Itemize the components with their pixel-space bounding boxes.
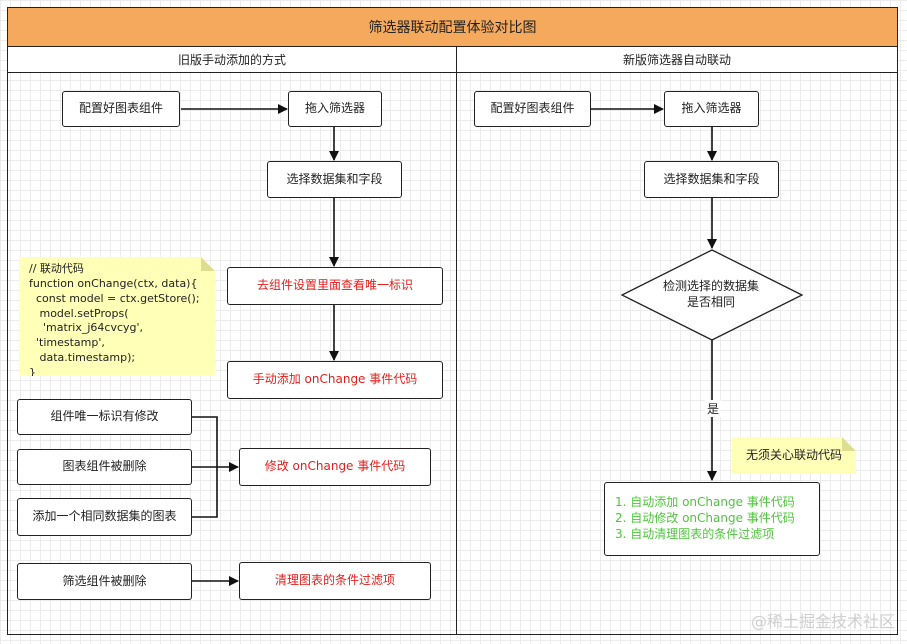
add-onchange-code-box: 手动添加 onChange 事件代码 bbox=[227, 361, 443, 399]
auto-results-box: 1. 自动添加 onChange 事件代码 2. 自动修改 onChange 事… bbox=[604, 482, 820, 556]
right-select-dataset-box: 选择数据集和字段 bbox=[644, 161, 779, 198]
cleanup-conditions-box: 清理图表的条件过滤项 bbox=[239, 562, 431, 600]
modify-onchange-code-box: 修改 onChange 事件代码 bbox=[239, 448, 431, 486]
auto-result-item: 2. 自动修改 onChange 事件代码 bbox=[615, 511, 795, 526]
decision-line-1: 检测选择的数据集 bbox=[662, 279, 759, 294]
decision-line-2: 是否相同 bbox=[686, 295, 735, 309]
left-select-dataset-box: 选择数据集和字段 bbox=[267, 161, 402, 198]
auto-result-item: 1. 自动添加 onChange 事件代码 bbox=[615, 495, 795, 509]
code-line: const model = ctx.getStore(); bbox=[29, 291, 200, 305]
yes-label: 是 bbox=[705, 400, 722, 417]
add-same-dataset-box: 添加一个相同数据集的图表 bbox=[17, 498, 192, 536]
code-line: data.timestamp); bbox=[29, 351, 136, 365]
code-line: function onChange(ctx, data){ bbox=[29, 276, 198, 290]
code-line: 'matrix_j64cvcyg', bbox=[29, 321, 144, 335]
no-code-needed-note: 无须关心联动代码 bbox=[732, 437, 856, 474]
right-lane-header: 新版筛选器自动联动 bbox=[457, 47, 897, 73]
right-config-chart-box: 配置好图表组件 bbox=[474, 91, 591, 127]
filter-deleted-box: 筛选组件被删除 bbox=[17, 563, 192, 600]
code-line: } bbox=[29, 365, 36, 379]
code-line: 'timestamp', bbox=[29, 336, 105, 350]
left-config-chart-box: 配置好图表组件 bbox=[62, 91, 180, 127]
decision-diamond bbox=[620, 249, 804, 341]
auto-result-item: 3. 自动清理图表的条件过滤项 bbox=[615, 527, 775, 542]
watermark: @稀土掘金技术社区 bbox=[750, 612, 895, 631]
decision-label: 检测选择的数据集 是否相同 bbox=[620, 273, 802, 317]
lane-divider bbox=[456, 47, 457, 635]
code-line: // 联动代码 bbox=[29, 262, 84, 275]
diagram-title: 筛选器联动配置体验对比图 bbox=[7, 7, 898, 47]
chart-deleted-box: 图表组件被删除 bbox=[17, 449, 192, 485]
right-drag-filter-box: 拖入筛选器 bbox=[664, 91, 759, 127]
code-line: model.setProps( bbox=[29, 306, 129, 320]
left-drag-filter-box: 拖入筛选器 bbox=[288, 91, 382, 127]
no-code-needed-text: 无须关心联动代码 bbox=[745, 448, 842, 463]
left-lane-header: 旧版手动添加的方式 bbox=[8, 47, 456, 73]
id-modified-box: 组件唯一标识有修改 bbox=[17, 399, 192, 435]
find-unique-id-box: 去组件设置里面查看唯一标识 bbox=[227, 267, 443, 305]
